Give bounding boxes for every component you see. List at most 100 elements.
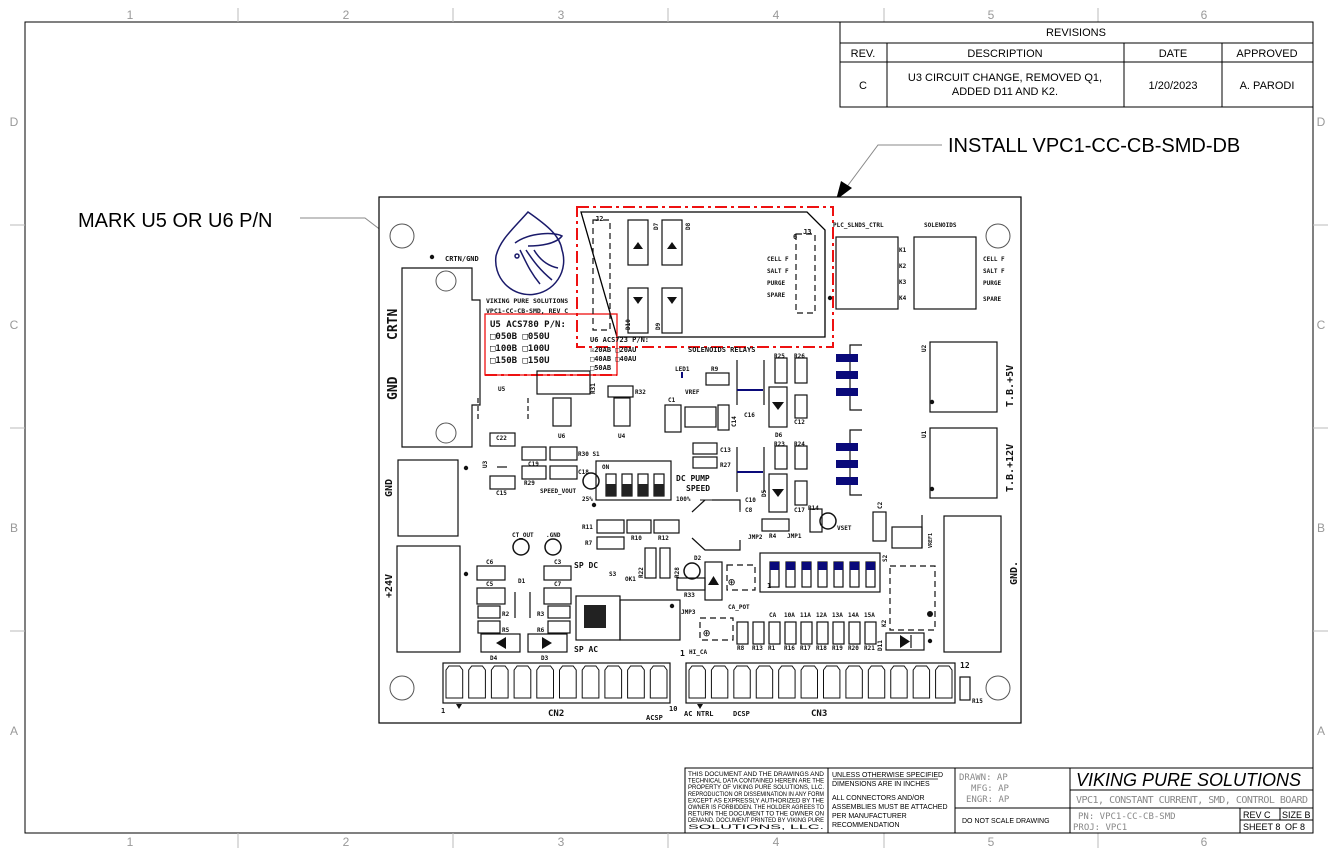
diode-icon: [633, 297, 643, 304]
silkscreen-d9: D9: [655, 322, 662, 330]
description-header: DESCRIPTION: [967, 48, 1042, 60]
d8: [661, 219, 683, 266]
silkscreen-sol-spare: SPARE: [983, 296, 1001, 303]
part-number: PN: VPC1-CC-CB-SMD: [1078, 812, 1176, 822]
silkscreen-pin12: 12: [960, 661, 970, 670]
silkscreen-jmp1: JMP1: [787, 533, 802, 540]
cn2-connector-pin: [513, 665, 532, 699]
pin1-dot: [927, 638, 933, 644]
d3: [527, 633, 568, 653]
silkscreen-r32: R32: [635, 389, 646, 396]
silkscreen-u3: U3: [482, 460, 489, 468]
r12: [653, 519, 680, 534]
ownership-notice-line: THIS DOCUMENT AND THE DRAWINGS AND: [688, 771, 824, 778]
sheet-size: SIZE B: [1282, 810, 1311, 820]
zone-bottom-2: 2: [343, 835, 350, 849]
zone-right-2: B: [1317, 521, 1325, 535]
silkscreen-vref1: VREF1: [928, 533, 934, 548]
silkscreen-sol-salt: SALT F: [983, 268, 1005, 275]
viking-logo: [494, 211, 565, 296]
silkscreen-k2: K2: [881, 619, 888, 627]
zone-right-1: C: [1317, 318, 1326, 332]
silkscreen-dcsp: DCSP: [733, 710, 750, 718]
c15: [489, 475, 516, 490]
silkscreen-k4: K4: [899, 295, 907, 302]
silkscreen-db-spare: SPARE: [767, 292, 785, 299]
pot-adjust-icon: ⊕: [703, 626, 710, 640]
silkscreen-a11: 11A: [800, 612, 811, 619]
r3: [547, 605, 571, 619]
mounting-hole: [389, 223, 415, 249]
silkscreen-crtn-gnd: CRTN/GND: [445, 255, 479, 263]
ownership-notice-line: EXCEPT AS EXPRESSLY AUTHORIZED BY THE: [688, 797, 824, 804]
silkscreen-speed: SPEED: [686, 484, 710, 493]
vset-testpoint: [819, 512, 837, 530]
led1: [681, 372, 683, 378]
r29: [521, 465, 547, 480]
rev-value: C: [859, 80, 867, 92]
pin1-dot: [827, 295, 833, 301]
silkscreen-r15: R15: [972, 698, 983, 705]
silkscreen-gnd-b: GND: [384, 479, 395, 497]
silkscreen-c6: C6: [486, 559, 494, 566]
cn2-connector-pin: [468, 665, 486, 699]
silkscreen-c5: C5: [486, 581, 494, 588]
silkscreen-speed-vout: SPEED_VOUT: [540, 488, 577, 495]
silkscreen-r18: R18: [816, 645, 827, 652]
cn3-connector-pin: [845, 665, 863, 699]
diode-icon: [496, 637, 506, 649]
approved-header: APPROVED: [1236, 48, 1297, 60]
silkscreen-d5: D5: [761, 489, 768, 497]
d4: [480, 633, 521, 653]
silkscreen-r23: R23: [774, 441, 785, 448]
silkscreen-tb12: T.B.+12V: [1005, 444, 1016, 492]
pin1-marker: [697, 704, 703, 709]
ownership-notice-line: RETURN THE DOCUMENT TO THE OWNER ON: [688, 811, 824, 818]
silkscreen-cn3: CN3: [811, 709, 827, 719]
pin1-dot: [669, 603, 675, 609]
silkscreen-r31: R31: [590, 383, 597, 394]
silkscreen-d6: D6: [775, 432, 783, 439]
ct-out-testpoint: [512, 538, 530, 556]
regulator-pin: [836, 371, 858, 379]
current-select-resistor: [848, 621, 861, 645]
regulator-pin: [836, 460, 858, 468]
diode-icon: [772, 402, 784, 410]
c12: [794, 394, 808, 419]
r7: [596, 536, 625, 550]
silkscreen-pin1-cn2: 1: [441, 707, 445, 715]
pin1-marker: [456, 704, 462, 709]
silkscreen-s3: S3: [609, 571, 617, 578]
silkscreen-pin10: 10: [669, 705, 677, 713]
silkscreen-r7: R7: [585, 540, 593, 547]
c2: [872, 511, 887, 542]
zone-top-3: 3: [558, 8, 565, 22]
silkscreen-d7: D7: [653, 222, 660, 230]
silkscreen-c16: C16: [744, 412, 755, 419]
r10: [626, 519, 652, 534]
description-line1: U3 CIRCUIT CHANGE, REMOVED Q1,: [908, 72, 1102, 84]
regulator-pin: [836, 477, 858, 485]
c22: [489, 432, 516, 447]
mark-callout-text: MARK U5 OR U6 P/N: [78, 210, 272, 232]
silkscreen-u5-r3: □150B □150U: [490, 356, 550, 366]
silkscreen-sol-purge: PURGE: [983, 280, 1001, 287]
zone-top-2: 2: [343, 8, 350, 22]
silkscreen-j2: J2: [595, 215, 603, 223]
zone-top-1: 1: [127, 8, 134, 22]
silkscreen-sp-ac: SP AC: [574, 645, 598, 654]
s1-switch-lever: [638, 484, 648, 496]
sheet-number: SHEET 8: [1243, 822, 1280, 832]
zone-bottom-6: 6: [1201, 835, 1208, 849]
silkscreen-r27: R27: [720, 462, 731, 469]
silkscreen-r19: R19: [832, 645, 843, 652]
c1: [664, 404, 682, 433]
cn2-connector-pin: [604, 665, 623, 699]
c5: [476, 587, 506, 605]
silkscreen-solenoids: SOLENOIDS: [924, 222, 957, 229]
zone-left-0: D: [10, 115, 19, 129]
silkscreen-u5-r2: □100B □100U: [490, 344, 550, 354]
silkscreen-r30s1: R30 S1: [578, 451, 600, 458]
drawing-frame: [10, 8, 1328, 848]
drawn-by: DRAWN: AP: [959, 773, 1008, 783]
